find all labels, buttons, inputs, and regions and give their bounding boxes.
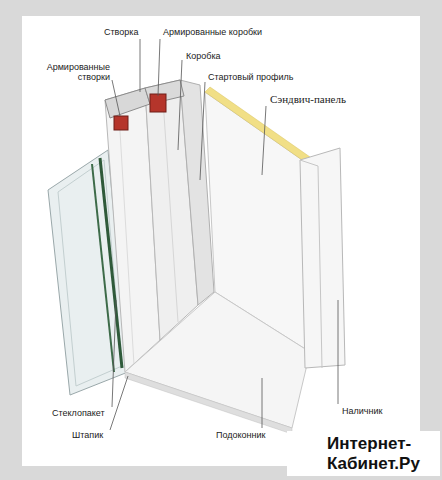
part-label: Армированные коробки [163,27,262,37]
watermark-box: Интернет-Кабинет.Ру [287,431,440,476]
leader-line [338,300,339,404]
picture-ground [22,16,420,466]
leader-line [158,39,160,96]
part-label: Армированные створки [46,62,110,83]
part-label: Стартовый профиль [208,72,293,82]
glass-spacer [92,164,114,372]
sash-edge [118,98,134,365]
part-label: Штапик [72,430,103,440]
sash-reinforcement [114,116,128,130]
frame-reinforcement [150,94,166,112]
part-label: Подоконник [216,430,265,440]
part-label: Стеклопакет [52,408,105,418]
casing-lip [300,160,322,368]
part-label: Створка [104,27,138,37]
leader-line [178,60,182,150]
sill-edge [125,372,292,434]
leader-line [200,82,205,180]
part-label: Коробка [186,51,221,61]
leader-line [112,300,116,407]
leader-line [112,80,120,116]
watermark-text: Интернет-Кабинет.Ру [327,434,434,473]
leader-line [110,376,128,430]
leader-line [140,39,141,92]
part-label: Наличник [342,406,382,416]
part-label: Сэндвич-панель [270,93,346,106]
sash-section [105,88,150,118]
frame-edge [162,85,178,322]
leader-line [262,106,266,175]
leader-line [262,378,263,428]
